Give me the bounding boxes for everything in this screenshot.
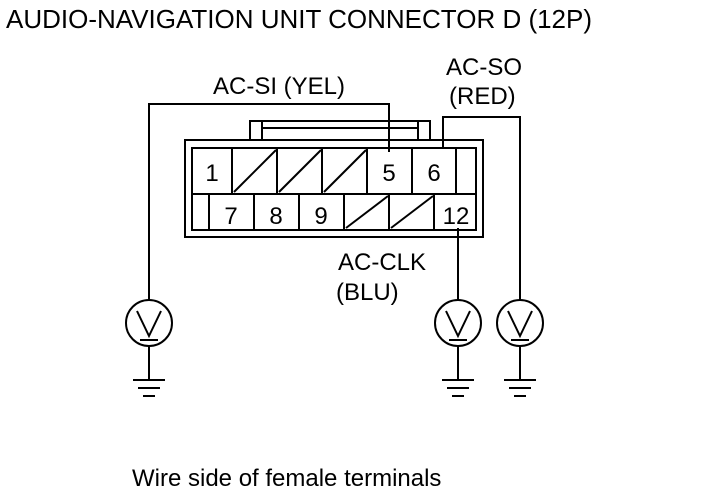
terminal-7: 7: [224, 203, 237, 230]
ground-icon: [133, 346, 165, 397]
terminal-numbers: 1 5 6 7 8 9 12: [205, 160, 469, 230]
ac-clk-label: AC-CLK: [338, 249, 426, 276]
ac-so-color-label: (RED): [449, 83, 516, 110]
ac-clk-color-label: (BLU): [336, 279, 399, 306]
voltmeter-icon: [496, 299, 544, 347]
terminal-9: 9: [314, 203, 327, 230]
ac-so-wire: [442, 116, 521, 300]
diagram-title: AUDIO-NAVIGATION UNIT CONNECTOR D (12P): [6, 4, 592, 34]
ac-si-wire: [148, 103, 390, 300]
ac-so-label: AC-SO: [446, 54, 522, 81]
ground-icon: [442, 346, 474, 397]
connector-body: [184, 120, 484, 238]
ground-icon: [504, 346, 536, 397]
terminal-12: 12: [443, 203, 470, 230]
ac-si-label: AC-SI (YEL): [213, 73, 345, 100]
voltmeter-icon: [125, 299, 173, 347]
diagram-caption: Wire side of female terminals: [132, 465, 441, 492]
terminal-1: 1: [205, 160, 218, 187]
terminal-8: 8: [269, 203, 282, 230]
terminal-5: 5: [382, 160, 395, 187]
terminal-6: 6: [427, 160, 440, 187]
wires: [148, 103, 521, 300]
voltmeter-icon: [434, 299, 482, 347]
